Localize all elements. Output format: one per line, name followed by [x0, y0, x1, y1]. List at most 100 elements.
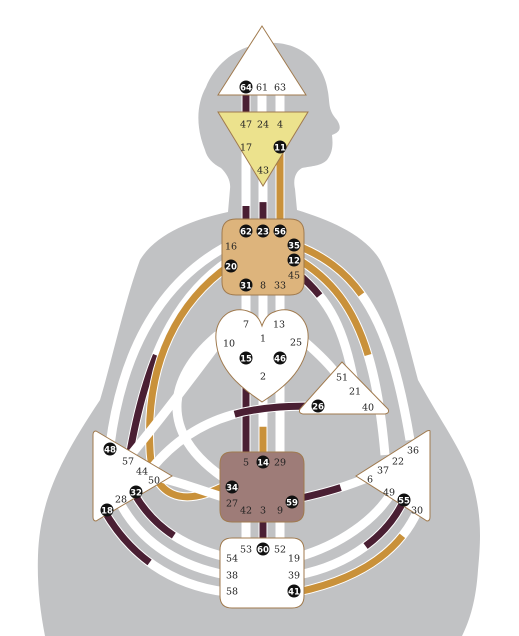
channel-28-38 — [116, 500, 227, 580]
gate-12-dot — [287, 253, 301, 267]
gate-62-label: 62 — [240, 227, 252, 237]
gate-15-label: 15 — [240, 354, 252, 364]
gate-4-label: 4 — [277, 119, 283, 130]
gate-40-label: 40 — [362, 402, 374, 413]
gate-9-label: 9 — [277, 505, 283, 516]
gate-64-label: 64 — [240, 83, 252, 93]
center-root-shape — [219, 537, 305, 609]
channel-45-21-segment-1 — [293, 269, 359, 389]
gate-18-label: 18 — [101, 506, 113, 516]
gate-57-label: 57 — [122, 456, 134, 467]
gate-28-label: 28 — [115, 494, 127, 505]
center-solar-plexus-shape — [355, 430, 431, 522]
channel-20-57-segment-1 — [126, 257, 232, 453]
gate-55-dot — [397, 493, 411, 507]
gate-58-label: 58 — [226, 586, 238, 597]
channel-30-41 — [297, 508, 423, 597]
gate-48-label: 48 — [104, 445, 116, 455]
gate-62-dot — [239, 224, 253, 238]
gate-45-label: 45 — [288, 270, 300, 281]
gate-3-label: 3 — [260, 505, 266, 516]
center-throat-shape — [221, 218, 305, 296]
channel-16-48 — [105, 243, 228, 446]
channel-55-39 — [297, 498, 409, 580]
gate-29-label: 29 — [274, 457, 286, 468]
channel-26-44 — [148, 401, 317, 471]
gate-11-label: 11 — [274, 143, 286, 153]
gate-56-label: 56 — [274, 227, 286, 237]
center-g-shape — [215, 309, 309, 403]
gate-46-dot — [273, 351, 287, 365]
gate-46-label: 46 — [274, 354, 286, 364]
gate-56-dot — [273, 224, 287, 238]
gate-50-label: 50 — [148, 475, 160, 486]
channel-12-22-segment-1 — [294, 254, 389, 456]
gate-14-label: 14 — [257, 458, 269, 468]
gate-2-label: 2 — [260, 371, 266, 382]
channel-10-57 — [121, 337, 224, 465]
center-solar-plexus — [355, 430, 431, 522]
gate-20-label: 20 — [225, 262, 237, 272]
gate-34-dot — [225, 480, 239, 494]
center-sacral-shape — [219, 451, 305, 523]
gate-19-label: 19 — [288, 553, 300, 564]
gate-36-label: 36 — [407, 445, 419, 456]
channel-26-44-segment-1 — [149, 402, 317, 471]
gate-8-label: 8 — [260, 280, 266, 291]
channel-32-54 — [131, 492, 228, 562]
gate-1-label: 1 — [260, 333, 266, 344]
gate-33-label: 33 — [274, 280, 286, 291]
channel-45-21 — [293, 268, 360, 389]
gate-15-dot — [239, 351, 253, 365]
gate-39-label: 39 — [288, 570, 300, 581]
gate-26-dot — [311, 399, 325, 413]
gate-59-dot — [285, 495, 299, 509]
gate-47-label: 47 — [240, 119, 252, 130]
center-head-shape — [217, 25, 307, 96]
gate-21-label: 21 — [349, 386, 361, 397]
channel-49-19-base — [296, 489, 396, 562]
center-head — [217, 25, 307, 96]
gate-49-label: 49 — [383, 487, 395, 498]
gate-26-label: 26 — [312, 402, 324, 412]
gate-64-dot — [239, 80, 253, 94]
channel-20-34 — [145, 261, 233, 502]
channel-18-58 — [101, 509, 227, 597]
channel-35-36 — [294, 240, 415, 441]
channel-32-54-segment-1 — [131, 493, 227, 561]
channel-49-19 — [296, 489, 396, 562]
channel-16-48-base — [105, 243, 228, 446]
channel-18-58-segment-1 — [101, 510, 227, 596]
gate-37-label: 37 — [377, 465, 389, 476]
gate-32-label: 32 — [130, 488, 142, 498]
gate-10-label: 10 — [223, 338, 235, 349]
gate-13-label: 13 — [273, 319, 285, 330]
gate-60-label: 60 — [257, 545, 269, 555]
gate-53-label: 53 — [240, 544, 252, 555]
gate-24-label: 24 — [257, 119, 269, 130]
channel-28-38-base — [116, 500, 227, 580]
gate-38-label: 38 — [226, 570, 238, 581]
gate-20-dot — [224, 259, 238, 273]
channel-12-22 — [293, 254, 390, 456]
gate-25-label: 25 — [290, 337, 302, 348]
gate-30-label: 30 — [411, 505, 423, 516]
gate-61-label: 61 — [256, 82, 268, 93]
channel-10-57-base — [121, 337, 224, 465]
gate-6-label: 6 — [367, 474, 373, 485]
gate-34-label: 34 — [226, 483, 238, 493]
center-g — [215, 309, 309, 403]
gate-60-dot — [256, 542, 270, 556]
gate-32-dot — [129, 485, 143, 499]
gate-22-label: 22 — [392, 456, 404, 467]
gate-17-label: 17 — [240, 142, 252, 153]
